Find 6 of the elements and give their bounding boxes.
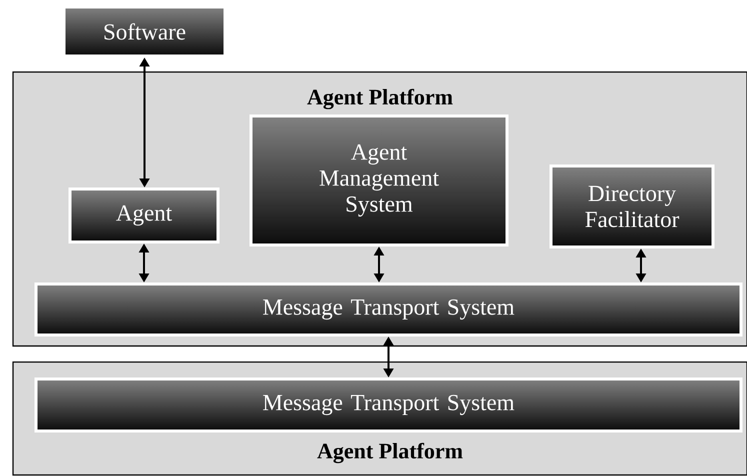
- gradient-box: Agent: [68, 188, 220, 244]
- gradient-box: Message Transport System: [34, 378, 742, 432]
- gradient-box: Agent Management System: [250, 114, 508, 246]
- gradient-box: Software: [62, 6, 226, 58]
- gradient-box: Message Transport System: [34, 282, 742, 336]
- gradient-box: Directory Facilitator: [550, 164, 714, 248]
